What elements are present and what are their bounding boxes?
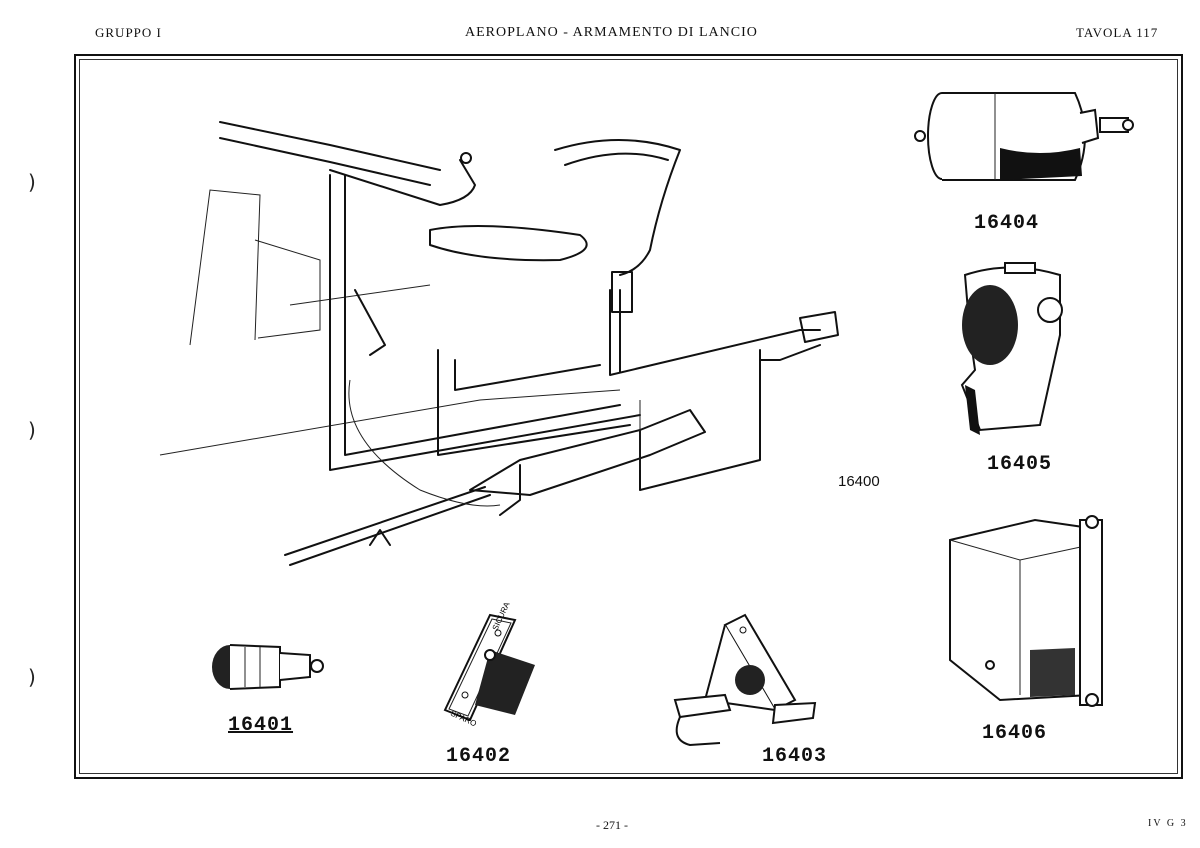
- part-16403-drawing: [673, 613, 817, 747]
- plate-frame: [74, 54, 1183, 779]
- part-number-16401: 16401: [228, 714, 294, 737]
- part-16406-drawing: [949, 515, 1103, 707]
- part-number-16402: 16402: [446, 745, 512, 768]
- part-16404-drawing: [914, 92, 1134, 181]
- page-number: - 271 -: [596, 818, 628, 832]
- part-16405-drawing: [960, 262, 1063, 435]
- part-number-16406: 16406: [982, 722, 1048, 745]
- binding-hole-mark: ): [28, 170, 36, 194]
- part-number-16404: 16404: [974, 212, 1040, 235]
- binding-hole-mark: ): [28, 665, 36, 689]
- assembly-number: 16400: [838, 473, 880, 490]
- part-16401-drawing: [212, 644, 324, 690]
- part-number-16403: 16403: [762, 745, 828, 768]
- plate-number: TAVOLA 117: [1076, 25, 1159, 40]
- binding-hole-mark: ): [28, 418, 36, 442]
- section-code: IV G 3: [1148, 818, 1188, 829]
- part-number-16405: 16405: [987, 453, 1053, 476]
- plate-title: AEROPLANO - ARMAMENTO DI LANCIO: [465, 25, 758, 40]
- group-heading: GRUPPO I: [95, 25, 162, 40]
- part-16402-drawing: SICURA SPARO: [443, 600, 535, 728]
